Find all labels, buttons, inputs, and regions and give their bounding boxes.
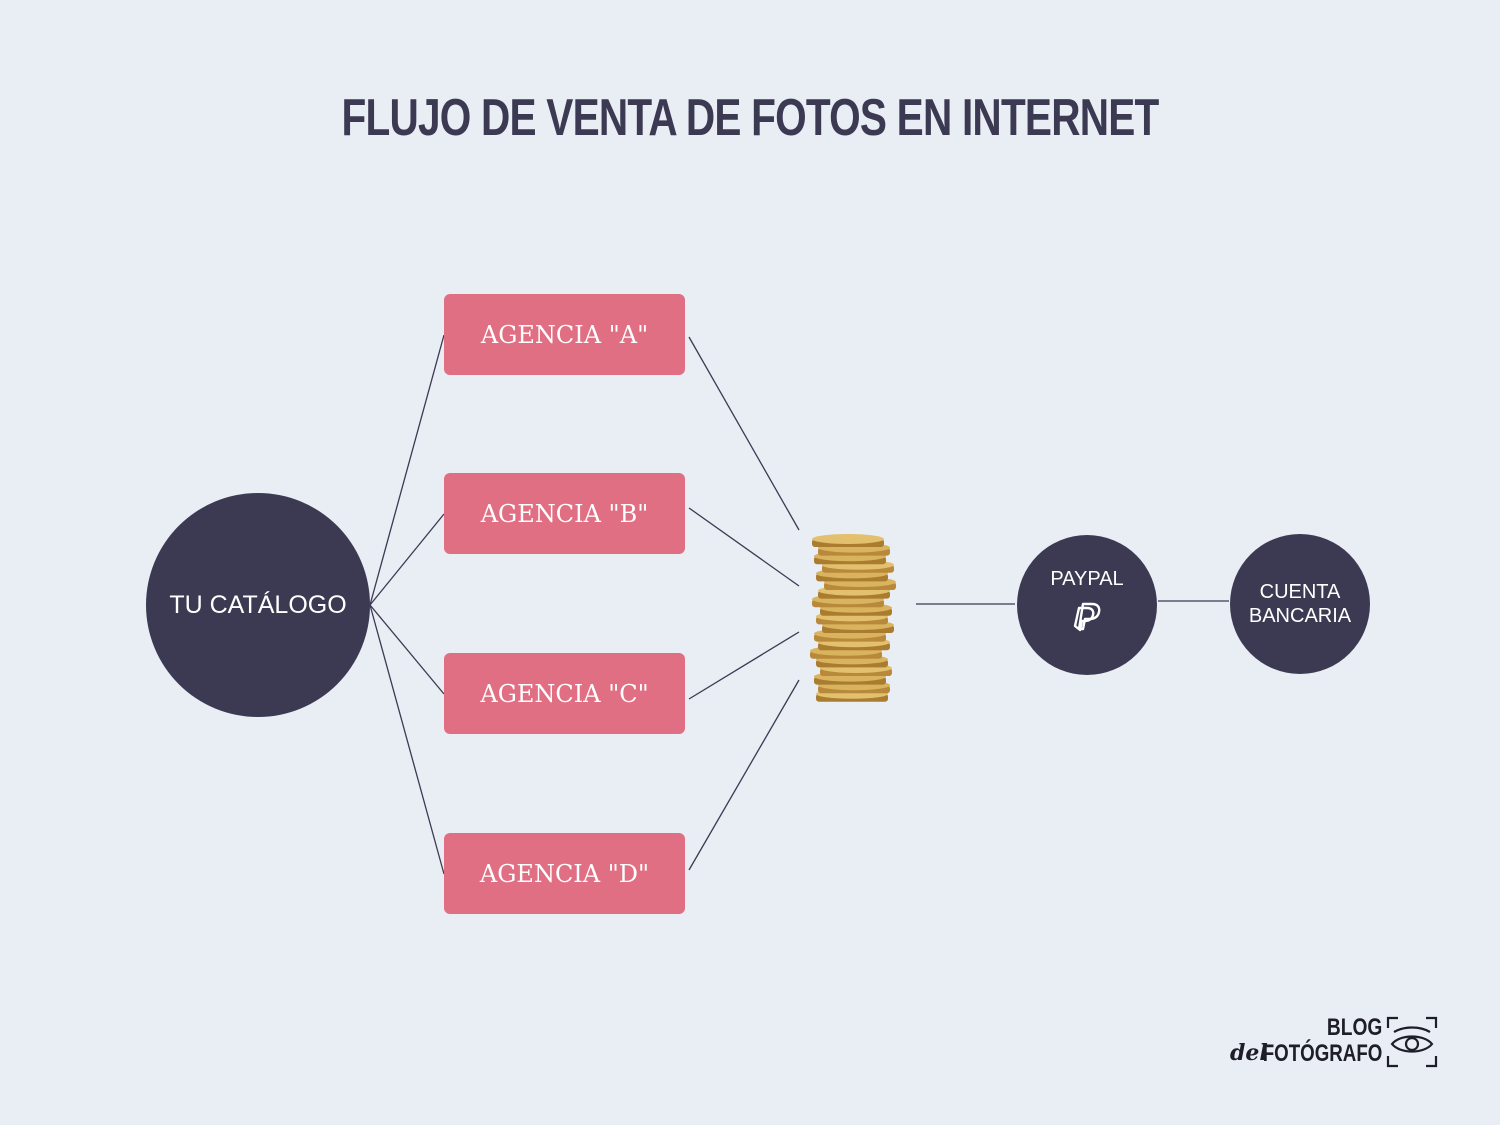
- line-d-to-coins: [688, 679, 800, 871]
- line-b-to-coins: [688, 507, 800, 587]
- blog-logo: BLOG del FOTÓGRAFO: [1228, 1010, 1448, 1076]
- line-catalog-to-c: [369, 604, 445, 695]
- agency-c-node: AGENCIA "C": [444, 653, 685, 734]
- line-c-to-coins: [688, 631, 800, 700]
- page-title: FLUJO DE VENTA DE FOTOS EN INTERNET: [341, 89, 1159, 147]
- eye-frame-icon: [1386, 1016, 1438, 1068]
- agency-b-label: AGENCIA "B": [480, 499, 649, 528]
- paypal-icon: [1073, 602, 1101, 631]
- bank-label-line2: BANCARIA: [1248, 605, 1352, 627]
- paypal-node: PAYPAL: [1017, 535, 1157, 675]
- agency-c-label: AGENCIA "C": [480, 679, 649, 708]
- coin-face: [812, 534, 884, 544]
- coin-stack-icon: [810, 534, 896, 702]
- catalog-label: TU CATÁLOGO: [169, 590, 347, 619]
- agency-d-label: AGENCIA "D": [479, 859, 650, 888]
- logo-text-del: del: [1230, 1040, 1268, 1066]
- agency-a-label: AGENCIA "A": [480, 320, 649, 349]
- line-catalog-to-b: [369, 513, 445, 606]
- bank-account-node: CUENTA BANCARIA: [1230, 534, 1370, 674]
- catalog-node: TU CATÁLOGO: [146, 493, 370, 717]
- paypal-label: PAYPAL: [1050, 567, 1124, 590]
- line-catalog-to-a: [369, 334, 445, 606]
- bank-label-line1: CUENTA: [1259, 581, 1341, 603]
- logo-text-fotografo: FOTÓGRAFO: [1262, 1040, 1382, 1067]
- line-catalog-to-d: [369, 604, 445, 875]
- line-a-to-coins: [688, 336, 800, 531]
- agency-b-node: AGENCIA "B": [444, 473, 685, 554]
- agency-d-node: AGENCIA "D": [444, 833, 685, 914]
- agency-a-node: AGENCIA "A": [444, 294, 685, 375]
- logo-text-blog: BLOG: [1326, 1014, 1382, 1041]
